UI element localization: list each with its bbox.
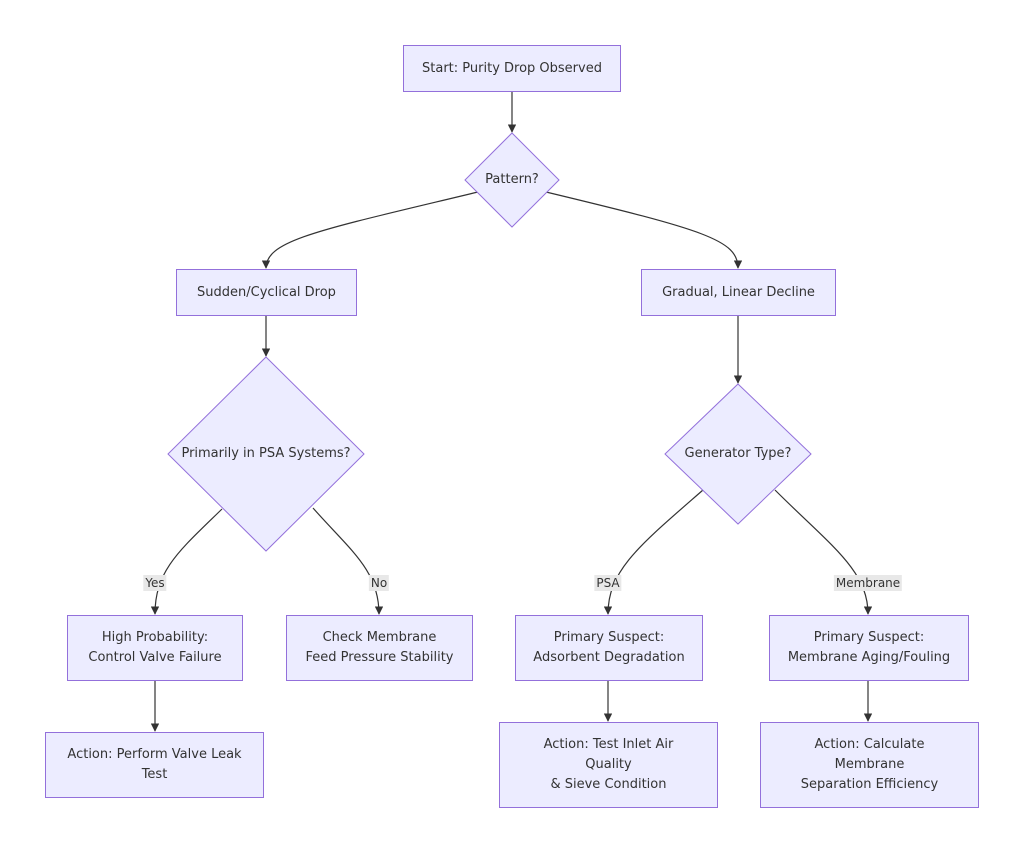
edge-psaq-highprob [150, 508, 223, 615]
sudden-drop-node: Sudden/Cyclical Drop [176, 269, 357, 316]
edge-gentype-adsorbent [603, 489, 704, 615]
edge-label-membrane: Membrane [833, 575, 903, 591]
adsorbent-suspect-node: Primary Suspect:Adsorbent Degradation [515, 615, 703, 681]
psa-systems-label: Primarily in PSA Systems? [181, 446, 351, 461]
edge-label-yes: Yes [143, 575, 167, 591]
edge-label-psa: PSA [594, 575, 622, 591]
pattern-diamond [464, 132, 560, 228]
start-node: Start: Purity Drop Observed [403, 45, 621, 92]
generator-type-diamond [664, 383, 812, 525]
edge-pattern-sudden [261, 191, 479, 269]
generator-type-label: Generator Type? [684, 446, 792, 461]
edge-label-no: No [368, 575, 390, 591]
gradual-decline-node: Gradual, Linear Decline [641, 269, 836, 316]
edge-pattern-gradual [545, 191, 743, 269]
edge-psaq-checkmembrane [312, 507, 384, 615]
pattern-label: Pattern? [485, 172, 539, 187]
high-probability-node: High Probability:Control Valve Failure [67, 615, 243, 681]
edge-gentype-membrane [774, 489, 873, 615]
membrane-suspect-node: Primary Suspect:Membrane Aging/Fouling [769, 615, 969, 681]
psa-systems-diamond [167, 356, 365, 552]
